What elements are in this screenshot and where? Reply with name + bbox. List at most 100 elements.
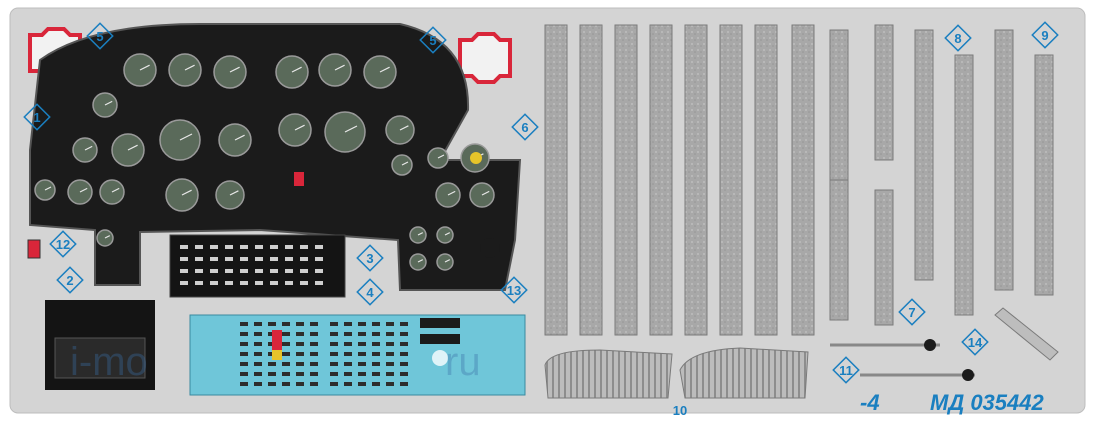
switch-label — [358, 322, 366, 326]
svg-text:14: 14 — [968, 335, 983, 350]
grille-left — [544, 349, 673, 399]
part-label-3: 3 — [356, 244, 384, 272]
gauge-needle — [444, 259, 451, 263]
toggle-switch — [180, 281, 188, 285]
toggle-switch — [210, 269, 218, 273]
switch-label — [386, 372, 394, 376]
product-code: МД 035442 — [930, 390, 1045, 415]
switch-label — [296, 352, 304, 356]
switch-label — [296, 382, 304, 386]
switch-label — [296, 332, 304, 336]
strip — [791, 24, 815, 336]
switch-label — [372, 362, 380, 366]
switch-label — [400, 362, 408, 366]
red-tag — [272, 330, 282, 350]
gauge-needle — [481, 190, 490, 196]
svg-text:6: 6 — [521, 120, 528, 135]
switch-label — [344, 352, 352, 356]
switch-label — [282, 362, 290, 366]
svg-text:4: 4 — [366, 285, 374, 300]
toggle-switch — [225, 257, 233, 261]
switch-label — [268, 322, 276, 326]
narrow-strip — [829, 29, 849, 181]
switch-label — [358, 342, 366, 346]
strip — [649, 24, 673, 336]
toggle-switch — [315, 269, 323, 273]
switch-label — [310, 322, 318, 326]
toggle-switch — [270, 257, 278, 261]
toggle-switch — [195, 269, 203, 273]
switch-label — [254, 322, 262, 326]
toggle-switch — [255, 245, 263, 249]
toggle-switch — [195, 245, 203, 249]
gauge-needle — [181, 189, 192, 196]
instrument-dials — [34, 53, 495, 271]
toggle-switch — [240, 281, 248, 285]
switch-label — [400, 382, 408, 386]
toggle-switch — [285, 281, 293, 285]
switch-label — [268, 382, 276, 386]
part-label-9: 9 — [1031, 21, 1059, 49]
svg-text:3: 3 — [366, 251, 373, 266]
switch-label — [240, 372, 248, 376]
switch-label — [240, 332, 248, 336]
toggle-switch — [240, 269, 248, 273]
toggle-switch — [315, 281, 323, 285]
switch-label — [296, 342, 304, 346]
narrow-strip — [954, 54, 974, 316]
center-switch-panel — [169, 234, 346, 298]
switch-label — [254, 372, 262, 376]
switch-label — [400, 342, 408, 346]
toggle-switch — [240, 245, 248, 249]
svg-text:11: 11 — [839, 363, 853, 378]
toggle-switch — [270, 245, 278, 249]
watermark-text: i-mo — [70, 340, 148, 384]
svg-text:2: 2 — [66, 273, 73, 288]
switch-label — [282, 342, 290, 346]
toggle-switch — [195, 257, 203, 261]
part-label-14: 14 — [961, 328, 989, 356]
toggle-switch — [225, 269, 233, 273]
black-box-inner — [54, 337, 146, 379]
narrow-strip — [994, 29, 1014, 291]
gauge-needle — [84, 145, 93, 151]
gauge-needle — [234, 134, 245, 141]
toggle-switch — [315, 245, 323, 249]
black-plate — [420, 334, 460, 344]
gauge-needle — [344, 125, 358, 133]
gauge-needle — [139, 64, 150, 71]
switch-label — [296, 322, 304, 326]
part-label-11: 11 — [832, 356, 860, 384]
toggle-switch — [180, 269, 188, 273]
red-lamp — [294, 172, 304, 186]
toggle-switch — [210, 281, 218, 285]
switch-label — [330, 332, 338, 336]
gauge-needle — [379, 66, 390, 73]
toggle-switch — [300, 281, 308, 285]
svg-text:13: 13 — [507, 283, 521, 298]
toggle-switch — [285, 245, 293, 249]
small-red-part — [27, 239, 41, 259]
switch-label — [330, 362, 338, 366]
toggle-switch — [270, 281, 278, 285]
switch-label — [386, 332, 394, 336]
switch-label — [400, 322, 408, 326]
switch-label — [400, 332, 408, 336]
switch-label — [310, 332, 318, 336]
gauge-needle — [111, 187, 120, 193]
strip — [579, 24, 603, 336]
gauge-needle — [294, 124, 305, 131]
switch-label — [310, 342, 318, 346]
strip — [719, 24, 743, 336]
switch-label — [372, 332, 380, 336]
watermark-tail: ru — [445, 340, 481, 384]
toggle-switch — [210, 245, 218, 249]
toggle-switch — [270, 269, 278, 273]
switch-label — [310, 382, 318, 386]
part-label-2: 2 — [56, 266, 84, 294]
narrow-strip — [874, 189, 894, 326]
switch-label — [296, 362, 304, 366]
toggle-switch — [225, 245, 233, 249]
switch-label — [310, 372, 318, 376]
switch-label — [386, 322, 394, 326]
